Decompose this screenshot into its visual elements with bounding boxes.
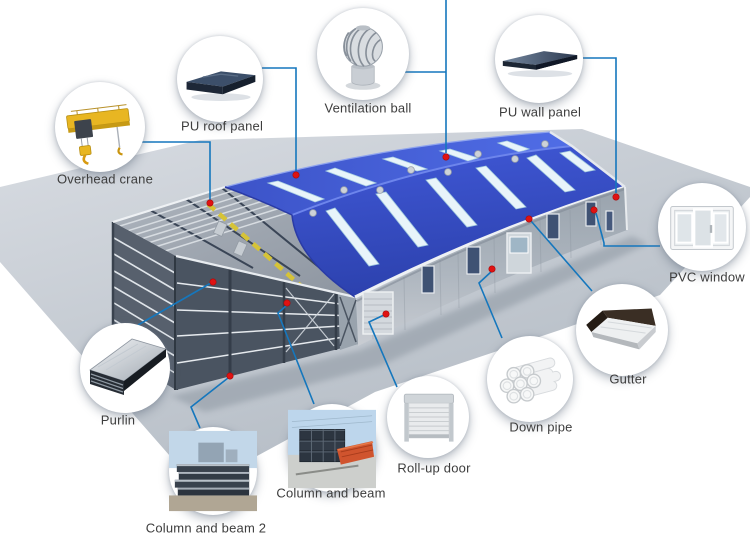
building-shadow [170,236,648,412]
marker-pu-roof-panel [292,171,300,179]
purlin-image [80,323,170,413]
roof-trims [354,130,626,299]
leader-ventilation-ball [405,0,447,153]
marker-roll-up-door [382,310,390,318]
pu-roof-panel-label: PU roof panel [180,118,264,134]
ventilation-ball-label: Ventilation ball [324,100,412,116]
column-and-beam-label: Column and beam [276,485,386,501]
marker-down-pipe [488,265,496,273]
wall-door [506,232,532,274]
frame-front-face [176,256,358,390]
column-and-beam-2-image [169,427,257,515]
roll-up-door-image [387,376,469,458]
leader-column-and-beam-2 [190,377,229,429]
marker-overhead-crane [206,199,214,207]
leader-column-and-beam [277,304,315,405]
roll-up-door-label: Roll-up door [397,460,471,476]
roof-far-slope [224,131,572,215]
purlin-label: Purlin [100,412,136,428]
column-and-beam-image [288,404,376,492]
marker-column-and-beam [283,299,291,307]
marker-gutter [525,215,533,223]
pu-roof-panel-image [177,36,263,122]
ridge-vent-balls [309,140,549,217]
leader-pu-wall-panel [583,57,617,193]
roof-skylights-near [325,150,596,267]
leader-roll-up-door [367,314,398,388]
overhead-crane-label: Overhead crane [56,171,154,187]
marker-column-and-beam-2 [226,372,234,380]
roof-near-slope [224,145,625,298]
leader-down-pipe [478,270,503,339]
overhead-crane-image [55,82,145,172]
marker-pvc-window [590,206,598,214]
marker-ventilation-ball [442,153,450,161]
pvc-window-image [658,183,746,271]
marker-pu-wall-panel [612,193,620,201]
leader-pvc-window [595,212,660,247]
gutter-label: Gutter [609,371,647,387]
roof-skylights-far [266,140,531,203]
down-pipe-image [487,336,573,422]
pu-wall-panel-image [495,15,583,103]
leader-pu-roof-panel [262,67,297,171]
column-and-beam-2-label: Column and beam 2 [145,520,267,536]
ventilation-ball-image [317,8,409,100]
marker-purlin [209,278,217,286]
pu-wall-panel-label: PU wall panel [498,104,582,120]
leader-overhead-crane [142,141,211,200]
down-pipe-label: Down pipe [509,419,573,435]
gutter-image [576,284,668,376]
pvc-window-label: PVC window [669,269,745,285]
crane-runway-beam [206,202,328,297]
leader-purlin [137,282,212,326]
leader-gutter [530,220,593,292]
wall-windows [421,201,614,294]
